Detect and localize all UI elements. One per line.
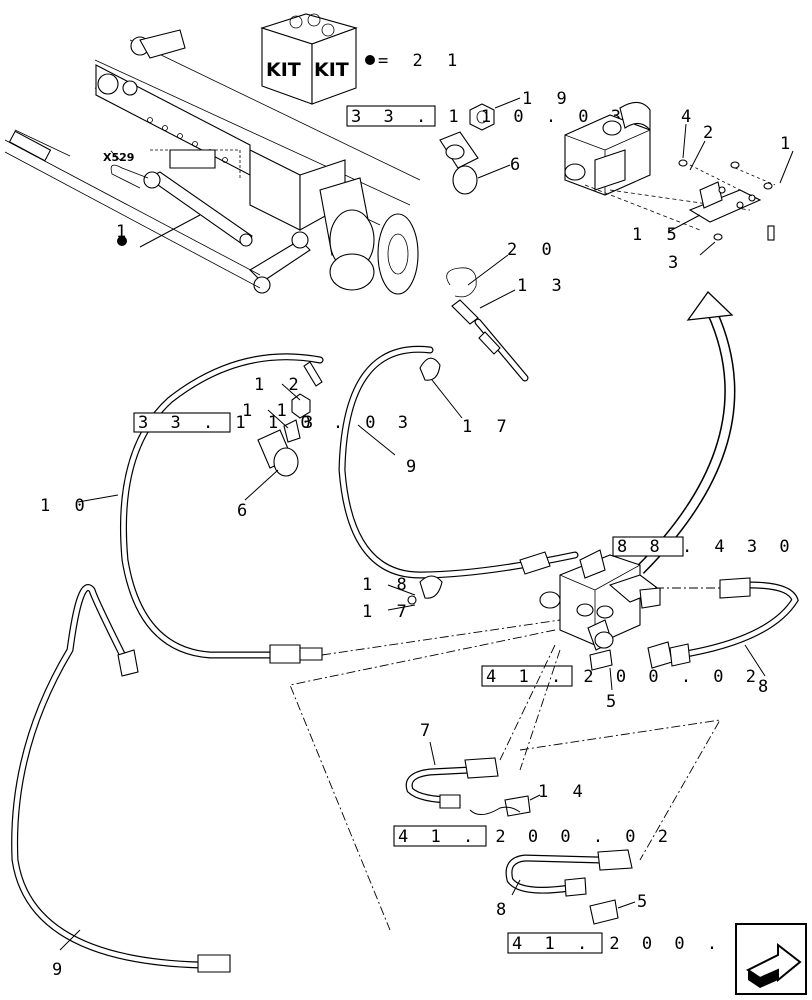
callout-15: 1 5 [632, 225, 684, 245]
callout-13: 1 3 [517, 276, 569, 296]
callout-2: 2 [703, 123, 720, 143]
callout-4: 4 [681, 107, 698, 127]
axle-assembly [4, 29, 421, 295]
valve-block-mounted [564, 101, 776, 241]
ref-box-88-430-07 [612, 536, 684, 557]
clamp-18 [407, 575, 443, 605]
ref-box-41-200-02-c [507, 932, 603, 954]
callout-20: 2 0 [507, 240, 559, 260]
callout-1: 1 [116, 222, 133, 242]
ref-box-41-200-02-b [393, 825, 487, 847]
callout-6b: 6 [237, 501, 254, 521]
next-page-arrow-icon[interactable] [735, 923, 807, 995]
kit-count-label: = 2 1 [378, 51, 464, 71]
ref-label-33-110-03-upper: 3 3 . 1 1 0 . 0 3 [351, 107, 627, 127]
ref-label-33-110-03-lower: 3 3 . 1 1 0 . 0 3 [138, 413, 414, 433]
kit-box-word-left: KIT [266, 59, 301, 81]
callout-5b: 5 [637, 892, 654, 912]
callout-3: 3 [668, 253, 685, 273]
callout-17b: 1 7 [362, 602, 414, 622]
direction-arrow-icon [686, 291, 734, 321]
fitting-6-upper [439, 103, 495, 195]
callout-18: 1 8 [362, 575, 414, 595]
callout-12: 1 2 [254, 375, 306, 395]
ref-box-33-110-03-upper [346, 105, 436, 127]
fitting-6-lower [257, 393, 311, 477]
ref-label-41-200-02-a: 4 1 . 2 0 0 . 0 2 [486, 667, 762, 687]
kit-box-icon: KIT KIT [260, 13, 358, 105]
callout-17a: 1 7 [462, 417, 514, 437]
callout-8b: 8 [496, 900, 513, 920]
ref-label-41-200-02-b: 4 1 . 2 0 0 . 0 2 [398, 827, 674, 847]
kit-box-word-right: KIT [314, 59, 349, 81]
ref-label-41-200-02-c: 4 1 . 2 0 0 . 0 2 [512, 934, 788, 954]
clamp-17-upper [419, 357, 441, 381]
callout-7: 7 [420, 721, 437, 741]
callout-10: 1 0 [40, 496, 92, 516]
ref-box-41-200-02-a [481, 665, 573, 687]
callout-9b: 9 [52, 960, 69, 980]
callout-5a: 5 [606, 692, 623, 712]
callout-6a: 6 [510, 155, 527, 175]
callout-8a: 8 [758, 677, 775, 697]
hose-tie-fitting [446, 267, 529, 382]
item-1-bullet-dot-icon [117, 236, 127, 246]
callout-19: 1 9 [522, 89, 574, 109]
ref-box-33-110-03-lower [133, 412, 231, 433]
ref-label-88-430-07: 8 8 . 4 3 0 . 0 7 [617, 537, 812, 557]
callout-13-dup: 3 [303, 413, 320, 433]
callout-16: 1 6 [780, 134, 812, 154]
callout-9a: 9 [406, 457, 423, 477]
valve-block-center [539, 549, 673, 671]
callout-14: 1 4 [538, 782, 590, 802]
connector-label: X529 [103, 151, 134, 164]
callout-11: 1 1 [242, 401, 294, 421]
bullet-dot-icon [365, 55, 375, 65]
